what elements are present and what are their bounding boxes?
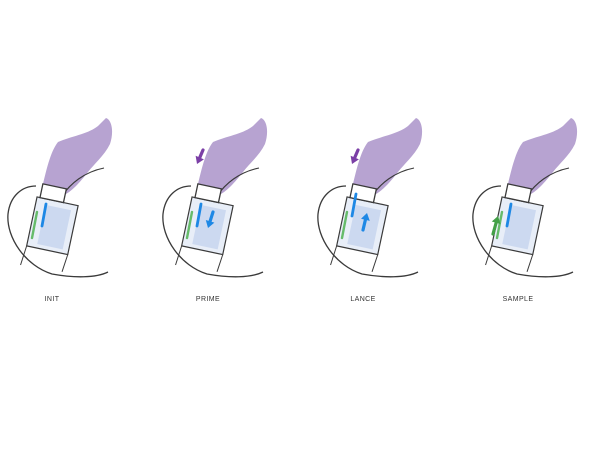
step-label-lance: LANCE <box>350 296 376 303</box>
test-strip <box>340 210 349 240</box>
test-strip <box>30 210 39 240</box>
finger-shape <box>42 118 113 196</box>
lancet <box>350 192 358 218</box>
finger-shape <box>352 118 423 196</box>
step-label-init: INIT <box>44 296 60 303</box>
cartridge <box>485 183 544 272</box>
finger-shape <box>507 118 578 196</box>
step-label-sample: SAMPLE <box>502 296 534 303</box>
device-outline <box>472 185 574 278</box>
device-outline <box>7 185 109 278</box>
lancet <box>40 202 48 228</box>
cartridge <box>20 183 79 272</box>
cartridge-cap <box>39 183 68 204</box>
step-label-prime: PRIME <box>195 296 221 303</box>
press-down-arrow <box>350 148 360 164</box>
press-down-arrow <box>195 148 205 164</box>
cartridge-cap <box>194 183 223 204</box>
step-panel-lance <box>317 118 423 278</box>
lancet <box>505 202 513 228</box>
test-strip <box>185 210 194 240</box>
lancet <box>195 202 203 228</box>
lancet-up-arrow <box>361 213 370 232</box>
cartridge-cap <box>504 183 533 204</box>
device-outline <box>317 185 419 278</box>
lancet-down-arrow <box>205 210 215 228</box>
step-panel-prime <box>162 118 268 278</box>
step-panel-init <box>7 118 113 278</box>
finger-shape <box>197 118 268 196</box>
test-strip <box>495 210 504 240</box>
device-outline <box>162 185 264 278</box>
step-panel-sample <box>472 118 578 278</box>
sample-up-arrow <box>491 216 501 236</box>
